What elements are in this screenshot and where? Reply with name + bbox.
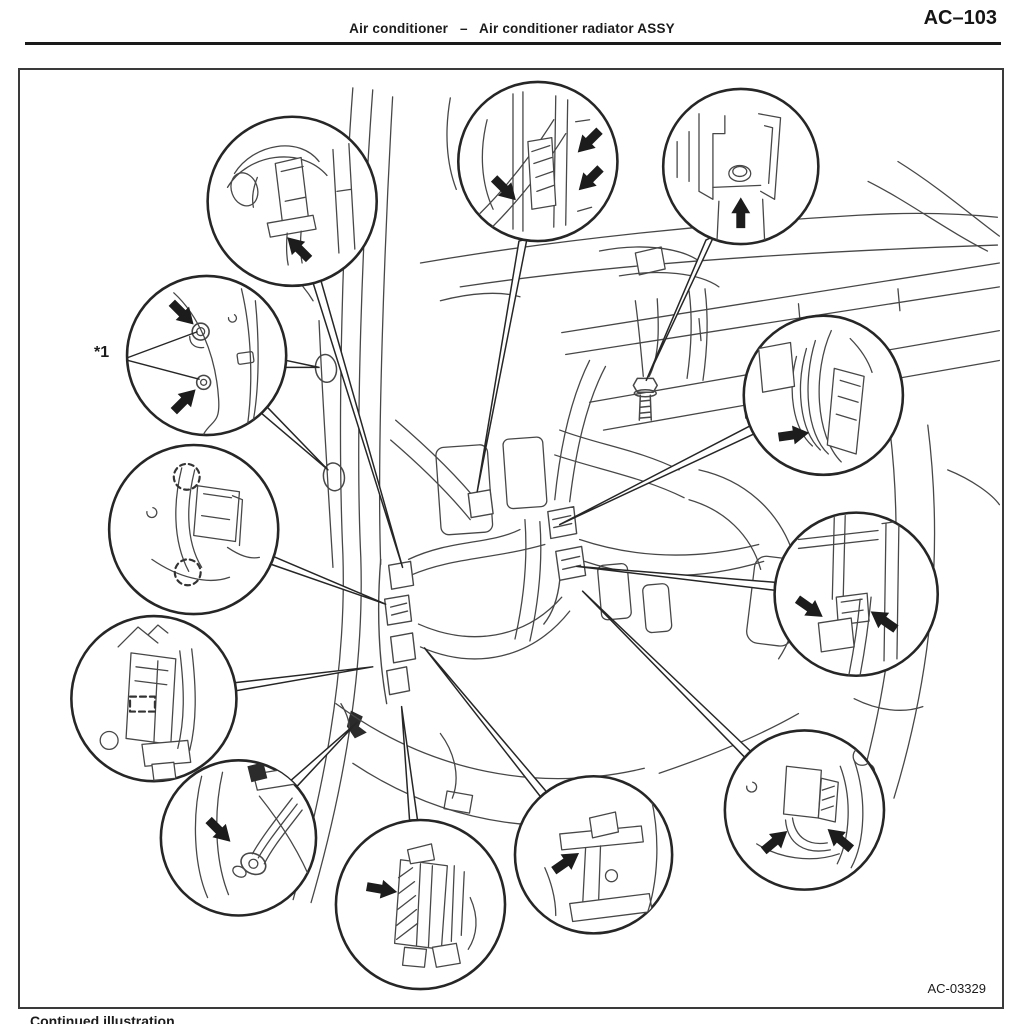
side-connectors <box>543 505 587 625</box>
callout-mount-bracket <box>661 87 820 246</box>
vehicle-body-art <box>260 87 1001 904</box>
leader-lines <box>233 235 776 821</box>
ref1-pointer-lines <box>127 330 200 381</box>
callout-ring-terminal <box>159 759 318 917</box>
callout-rail-connector <box>773 511 940 678</box>
mount-bolt <box>632 377 658 421</box>
callout-harness-bracket <box>456 80 619 243</box>
continued-note: Continued illustration <box>30 1013 175 1024</box>
page-number: AC–103 <box>923 7 997 29</box>
figure-drawing-number: AC-03329 <box>927 981 986 996</box>
ref1-label: *1 <box>94 344 110 361</box>
callout-circles <box>70 80 940 991</box>
callout-dual-arrow-connector <box>723 729 886 891</box>
header-divider <box>25 42 1001 45</box>
callout-hose-connector <box>206 115 379 288</box>
page-title: Air conditioner – Air conditioner radiat… <box>349 21 675 36</box>
callout-fuse-box <box>70 614 238 783</box>
callout-relay-module <box>107 443 280 616</box>
connector-cluster <box>378 489 494 705</box>
callout-hatched-connector <box>334 818 507 991</box>
figure-frame <box>18 68 1004 1009</box>
wiring-illustration <box>70 80 1001 991</box>
callout-sensor-bracket <box>513 774 674 935</box>
callout-wire-loop-connector <box>742 314 905 477</box>
callout-ref1-bolts <box>125 274 288 437</box>
